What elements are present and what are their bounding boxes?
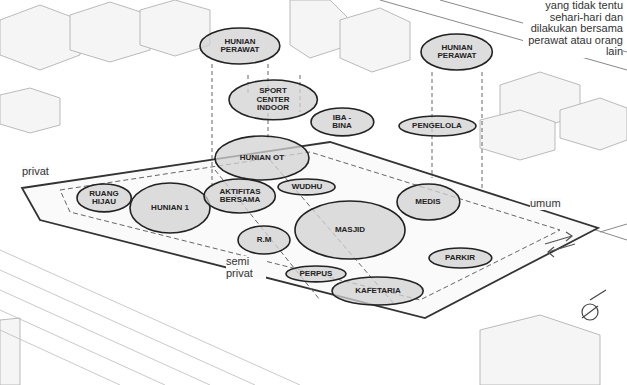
bubble-ellipse xyxy=(286,266,346,282)
bubble-ellipse xyxy=(130,183,210,233)
bubble-ellipse xyxy=(204,179,275,213)
entrance-arrow xyxy=(545,232,575,257)
zone-line xyxy=(60,152,560,300)
space-bubble: IBA - BINA xyxy=(310,107,375,137)
space-label: SPORT CENTER INDOOR xyxy=(244,87,302,112)
space-bubble: PARKIR xyxy=(428,247,493,269)
space-label: HUNIAN 1 xyxy=(145,204,195,212)
bubble-ellipse xyxy=(229,80,317,120)
space-bubble: PERPUS xyxy=(285,265,347,283)
space-label: WUDHU xyxy=(289,183,325,191)
north-symbol xyxy=(582,290,606,320)
space-label: HUNIAN OT xyxy=(232,154,292,162)
space-bubble: PENGELOLA xyxy=(398,115,477,137)
space-bubble: HUNIAN PERAWAT xyxy=(199,27,281,65)
space-label: IBA - BINA xyxy=(322,114,362,131)
bubble-ellipse xyxy=(399,116,476,136)
space-label: MASJID xyxy=(320,226,380,234)
space-bubble: WUDHU xyxy=(277,178,336,196)
space-label: HUNIAN PERAWAT xyxy=(434,44,480,61)
bubble-ellipse xyxy=(200,28,280,64)
space-label: AKTIFITAS BERSAMA xyxy=(217,188,263,205)
space-bubble: KAFETARIA xyxy=(331,276,424,306)
bubble-ellipse xyxy=(311,108,374,136)
space-bubble: HUNIAN PERAWAT xyxy=(420,33,493,71)
space-label: R.M xyxy=(249,236,279,244)
bubble-ellipse xyxy=(429,248,492,268)
zone-label: privat xyxy=(22,166,49,178)
space-bubble: MASJID xyxy=(294,200,406,260)
space-label: PARKIR xyxy=(440,254,480,262)
space-label: PENGELOLA xyxy=(412,122,462,130)
bubble-ellipse xyxy=(295,201,405,259)
site-boundary xyxy=(22,142,598,318)
space-label: MEDIS xyxy=(408,198,448,206)
projection-lines xyxy=(212,64,482,188)
bubble-ellipse xyxy=(332,277,423,305)
space-bubble: MEDIS xyxy=(396,183,461,221)
space-bubble: HUNIAN OT xyxy=(214,135,310,181)
space-label: KAFETARIA xyxy=(348,287,408,295)
railway-hatching xyxy=(0,250,300,385)
space-label: HUNIAN PERAWAT xyxy=(214,38,266,55)
space-label: PERPUS xyxy=(297,270,335,278)
space-bubble: RUANG HIJAU xyxy=(76,183,132,213)
space-bubble: R.M xyxy=(237,225,291,255)
zone-label: semi privat xyxy=(226,256,266,279)
note-text: yang tidak tentu sehari-hari dan dilakuk… xyxy=(523,0,623,58)
bubble-ellipse xyxy=(278,179,335,195)
bubble-ellipse xyxy=(238,226,290,254)
space-label: RUANG HIJAU xyxy=(87,190,121,207)
bubble-ellipse xyxy=(215,136,309,180)
bubble-ellipse xyxy=(77,184,131,212)
bubble-ellipse xyxy=(397,184,460,220)
space-bubble: HUNIAN 1 xyxy=(129,182,211,234)
bubble-ellipse xyxy=(421,34,492,70)
space-bubble: SPORT CENTER INDOOR xyxy=(228,79,318,121)
space-bubble: AKTIFITAS BERSAMA xyxy=(203,178,276,214)
zone-label: umum xyxy=(530,198,561,210)
